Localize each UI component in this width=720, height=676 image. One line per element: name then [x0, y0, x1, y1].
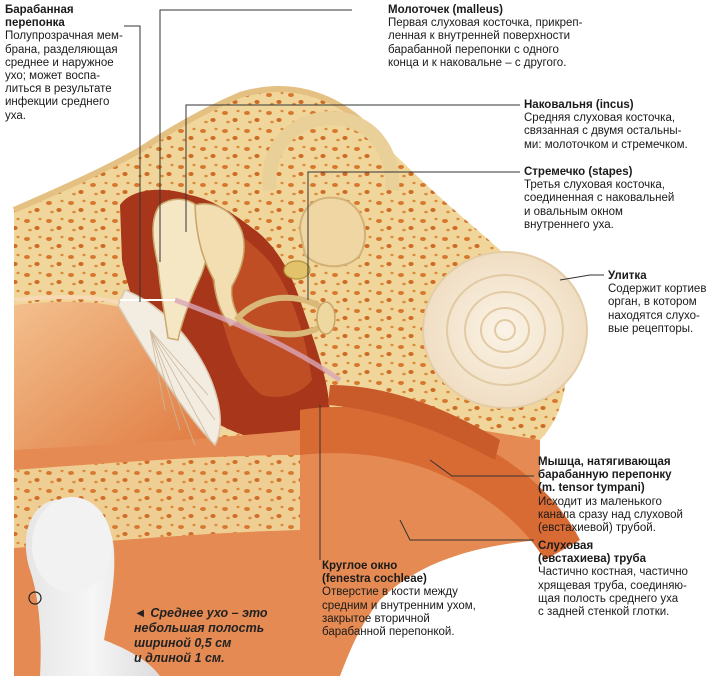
eustachian-tube [300, 406, 580, 560]
label-incus-desc: Средняя слуховая косточка, связанная с д… [524, 112, 688, 151]
note-arrow-icon: ◄ [134, 606, 147, 620]
size-note-text: Среднее ухо – это небольшая полость шири… [134, 606, 268, 665]
label-stapes: Стремечко (stapes) Третья слуховая косто… [524, 166, 720, 232]
tensor-muscle [328, 385, 500, 460]
label-tensor: Мышца, натягивающая барабанную перепонку… [538, 456, 720, 535]
label-malleus: Молоточек (malleus) Первая слуховая кост… [388, 4, 648, 70]
cochlea-spiral [446, 274, 565, 386]
tensor-tendon [174, 297, 342, 383]
label-eustachian-title: Слуховая (евстахиева) труба [538, 540, 647, 566]
vestibule [298, 196, 366, 268]
leader-lines [124, 9, 604, 560]
label-tympanic-desc: Полупрозрачная мем- брана, разделяющая с… [5, 30, 123, 122]
label-tensor-desc: Исходит из маленького канала сразу над с… [538, 495, 683, 535]
label-cochlea-desc: Содержит кортиев орган, в котором находя… [608, 283, 707, 335]
label-stapes-title: Стремечко (stapes) [524, 166, 633, 178]
head-silhouette [25, 497, 160, 676]
oval-window-footplate [316, 301, 336, 335]
membrane-striations [149, 329, 216, 446]
label-incus-title: Наковальня (incus) [524, 99, 634, 111]
label-incus: Наковальня (incus) Средняя слуховая кост… [524, 99, 720, 152]
label-malleus-title: Молоточек (malleus) [388, 4, 503, 16]
label-stapes-desc: Третья слуховая косточка, соединенная с … [524, 179, 675, 231]
ear-canal [14, 301, 210, 450]
label-eustachian: Слуховая (евстахиева) труба Частично кос… [538, 540, 720, 619]
tympanic-membrane [117, 289, 221, 447]
label-tensor-title: Мышца, натягивающая барабанную перепонку… [538, 456, 672, 495]
label-cochlea-title: Улитка [608, 270, 647, 282]
label-tympanic-title: Барабанная перепонка [5, 4, 74, 30]
size-note: ◄Среднее ухо – это небольшая полость шир… [134, 606, 294, 666]
label-round-window-desc: Отверстие в кости между средним и внутре… [322, 586, 476, 639]
label-cochlea: Улитка Содержит кортиев орган, в котором… [608, 270, 720, 336]
nerve-bundle [283, 260, 311, 280]
incus-ossicle [194, 203, 245, 327]
label-tympanic: Барабанная перепонка Полупрозрачная мем-… [5, 4, 135, 123]
bone-cortex [12, 86, 362, 213]
label-round-window-title: Круглое окно (fenestra cochleae) [322, 560, 427, 586]
label-round-window: Круглое окно (fenestra cochleae) Отверст… [322, 560, 522, 639]
ear-location-marker [28, 591, 42, 605]
label-eustachian-desc: Частично костная, частично хрящевая труб… [538, 566, 688, 619]
semicircular-canal [262, 110, 400, 191]
label-malleus-desc: Первая слуховая косточка, прикреп- ленна… [388, 17, 583, 69]
